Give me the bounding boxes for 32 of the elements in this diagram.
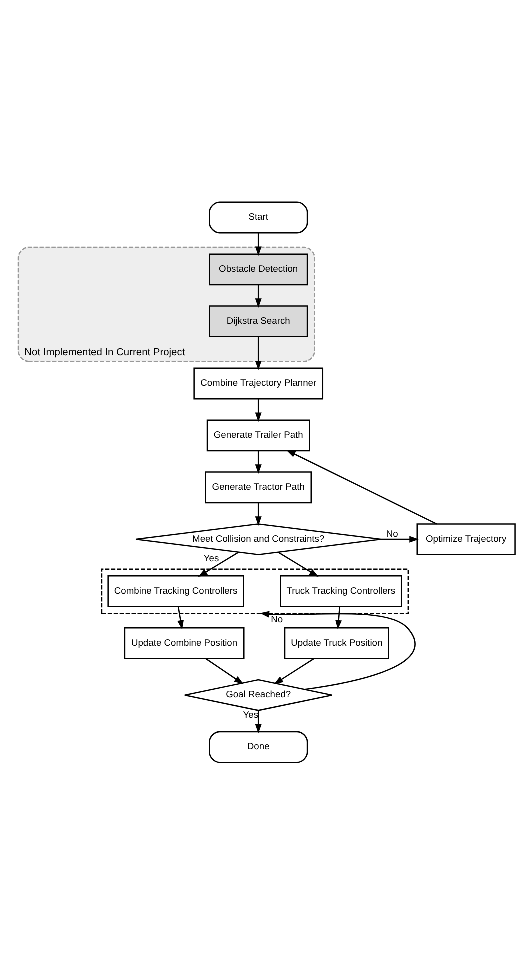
- arrow: [336, 606, 342, 630]
- arrow: [206, 658, 244, 684]
- node-box: Done: [209, 731, 308, 764]
- node-box: Generate Trailer Path: [206, 420, 310, 452]
- node-box: Dijkstra Search: [209, 306, 308, 338]
- edge-label: No: [271, 614, 284, 624]
- node-box: Obstacle Detection: [209, 254, 308, 286]
- arrow: [260, 611, 416, 690]
- node-box: Start: [209, 202, 308, 234]
- edge-label: No: [386, 528, 398, 539]
- node-box: Combine Tracking Controllers: [108, 576, 244, 608]
- arrow: [255, 503, 262, 526]
- edge-label: Yes: [204, 554, 220, 564]
- arrow: [255, 399, 262, 422]
- edge-label: Yes: [243, 710, 259, 720]
- arrow: [255, 710, 262, 734]
- node-box: Optimize Trajectory: [416, 524, 516, 556]
- arrow: [274, 658, 315, 685]
- node-box: Update Truck Position: [284, 627, 390, 660]
- arrow: [178, 606, 184, 630]
- node-box: Update Combine Position: [124, 627, 245, 660]
- arrow: [255, 233, 262, 256]
- node-box: Truck Tracking Controllers: [280, 576, 402, 608]
- node-diamond: Meet Collision and Constraints?: [135, 524, 382, 556]
- arrow: [255, 337, 262, 370]
- node-box: Generate Tractor Path: [205, 472, 312, 504]
- arrow: [286, 450, 438, 525]
- node-diamond: Goal Reached?: [184, 679, 333, 712]
- node-box: Combine Trajectory Planner: [194, 368, 324, 400]
- arrow: [381, 536, 419, 543]
- arrow: [255, 285, 262, 308]
- arrow: [255, 451, 262, 474]
